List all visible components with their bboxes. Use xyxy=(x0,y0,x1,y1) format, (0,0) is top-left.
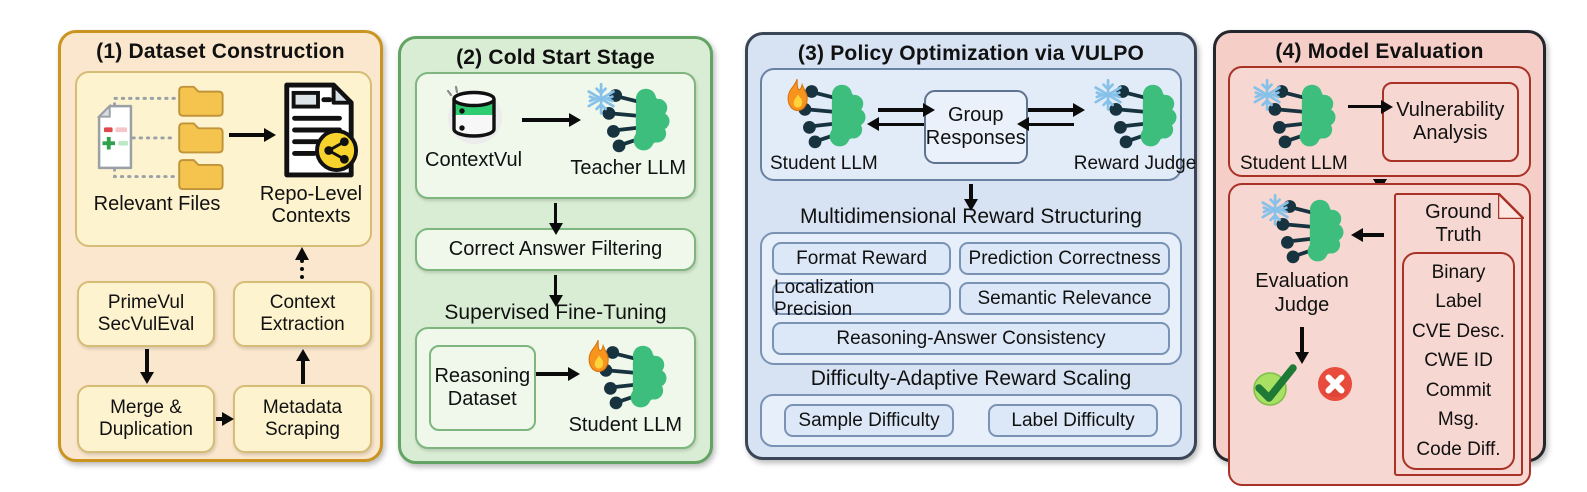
teacher-to-filtering-arrow xyxy=(553,202,558,224)
teacher-llm-label: Teacher LLM xyxy=(570,157,686,179)
verdict-icons xyxy=(1249,361,1355,407)
difficulty-adaptive-label: Difficulty-Adaptive Reward Scaling xyxy=(810,367,1132,390)
student-llm-stack: Student LLM xyxy=(1240,78,1348,175)
student-llm-label: Student LLM xyxy=(568,413,682,436)
semantic-relevance-box: Semantic Relevance xyxy=(959,282,1170,315)
vulnerability-analysis-box: Vulnerability Analysis xyxy=(1381,82,1519,162)
files-to-contexts-arrow xyxy=(229,133,265,137)
ground-truth-label: Ground Truth xyxy=(1425,201,1492,246)
supervised-fine-tuning-label: Supervised Fine-Tuning xyxy=(444,300,667,324)
student-llm-label: Student LLM xyxy=(770,153,878,174)
cross-icon xyxy=(1315,364,1355,404)
panel-policy-optimization: (3) Policy Optimization via VULPO Studen… xyxy=(745,32,1197,460)
relevant-files-to-contexts-box: Relevant Files Repo-Level Contexts xyxy=(75,71,372,247)
evaluation-judge-label: Evaluation Judge xyxy=(1255,270,1349,316)
sft-box: Reasoning Dataset Student LLM xyxy=(415,326,696,449)
contextvul-label: ContextVul xyxy=(425,149,523,171)
reward-structuring-box: Format Reward Prediction Correctness Loc… xyxy=(760,232,1182,365)
merge-to-metadata-arrow xyxy=(216,417,223,421)
panel1-title: (1) Dataset Construction xyxy=(96,40,345,63)
sample-difficulty-box: Sample Difficulty xyxy=(784,404,954,437)
student-to-analysis-arrow xyxy=(1347,104,1382,109)
filtering-to-sft-arrow xyxy=(553,274,558,296)
check-icon xyxy=(1249,361,1299,407)
reward-judge-frozen-icon xyxy=(1091,78,1179,152)
difficulty-scaling-box: Sample Difficulty Label Difficulty xyxy=(760,394,1182,447)
context-to-repo-dotted-arrow xyxy=(294,247,309,279)
page-fold-icon xyxy=(1497,192,1524,219)
contextvul-to-teacher-arrow xyxy=(522,118,571,123)
reasoning-answer-consistency-box: Reasoning-Answer Consistency xyxy=(772,322,1170,355)
label-difficulty-box: Label Difficulty xyxy=(988,404,1158,437)
ground-truth-document: Ground Truth Binary Label CVE Desc. CWE … xyxy=(1394,192,1524,477)
contextvul-stack: ContextVul xyxy=(425,82,522,172)
gt-item-cwe-id: CWE ID xyxy=(1424,350,1493,372)
panel-cold-start-stage: (2) Cold Start Stage ContextVul xyxy=(398,36,713,464)
judging-box: Evaluation Judge Ground Truth xyxy=(1228,183,1531,487)
gt-item-code-diff: Code Diff. xyxy=(1416,438,1501,460)
group-to-student-arrow xyxy=(877,122,924,127)
panel3-title: (3) Policy Optimization via VULPO xyxy=(797,42,1145,65)
student-llm-fire-icon xyxy=(581,339,669,413)
group-to-rewards-arrow xyxy=(969,184,973,200)
reward-judge-stack: Reward Judge xyxy=(1073,78,1197,175)
gt-item-cve-desc: CVE Desc. xyxy=(1412,320,1505,342)
metadata-to-context-arrow xyxy=(301,360,305,384)
merge-duplication-box: Merge & Duplication xyxy=(77,385,215,453)
primevul-to-merge-arrow xyxy=(145,349,149,373)
student-llm-label: Student LLM xyxy=(1240,153,1348,174)
repo-contexts-label: Repo-Level Contexts xyxy=(259,183,363,228)
repo-contexts-doc-icon xyxy=(277,81,359,179)
teacher-llm-frozen-icon xyxy=(584,82,672,156)
student-llm-stack: Student LLM xyxy=(770,78,878,175)
prediction-correctness-box: Prediction Correctness xyxy=(959,242,1170,275)
panel4-title: (4) Model Evaluation xyxy=(1275,40,1484,63)
context-extraction-box: Context Extraction xyxy=(233,281,372,347)
judge-to-verdict-arrow xyxy=(1300,327,1304,353)
reward-judge-label: Reward Judge xyxy=(1073,153,1197,174)
student-llm-fire-icon xyxy=(780,78,868,152)
group-judge-arrows xyxy=(1027,108,1074,127)
student-llm-stack: Student LLM xyxy=(569,339,682,437)
panel-model-evaluation: (4) Model Evaluation Student LLM Vulnera… xyxy=(1213,30,1546,487)
judge-to-group-arrow xyxy=(1027,122,1074,127)
student-group-arrows xyxy=(877,108,924,127)
panel2-title: (2) Cold Start Stage xyxy=(456,46,655,69)
primevul-secvuleval-box: PrimeVul SecVulEval xyxy=(77,281,215,347)
multidimensional-reward-label: Multidimensional Reward Structuring xyxy=(800,205,1142,228)
student-to-group-arrow xyxy=(877,108,924,112)
group-responses-box: Group Responses xyxy=(923,90,1028,164)
relevant-files-icon xyxy=(83,81,231,191)
database-icon xyxy=(441,82,507,148)
metadata-scraping-box: Metadata Scraping xyxy=(233,385,372,453)
rollout-box: Student LLM Group Responses Reward Ju xyxy=(760,68,1196,182)
reward-row-2: Localization Precision Semantic Relevanc… xyxy=(772,277,1170,320)
reasoning-dataset-box: Reasoning Dataset xyxy=(429,344,536,431)
group-to-judge-arrow xyxy=(1027,108,1074,112)
reasoning-to-student-arrow xyxy=(535,372,569,376)
format-reward-box: Format Reward xyxy=(772,242,952,275)
evaluation-judge-frozen-icon xyxy=(1258,193,1346,267)
reward-row-1: Format Reward Prediction Correctness xyxy=(772,242,1170,275)
panel-dataset-construction: (1) Dataset Construction Relevant Files xyxy=(58,30,383,462)
teacher-llm-stack: Teacher LLM xyxy=(570,82,686,180)
evaluation-judge-stack: Evaluation Judge xyxy=(1238,193,1366,476)
relevant-files-label: Relevant Files xyxy=(93,193,221,215)
groundtruth-to-judge-arrow xyxy=(1362,233,1384,237)
localization-precision-box: Localization Precision xyxy=(772,277,952,320)
gt-item-commit-msg: Commit Msg. xyxy=(1425,379,1492,431)
inference-box: Student LLM Vulnerability Analysis xyxy=(1228,66,1531,177)
gt-item-binary-label: Binary Label xyxy=(1431,262,1486,313)
contextvul-teacher-box: ContextVul Teacher LLM xyxy=(415,72,696,199)
ground-truth-items-box: Binary Label CVE Desc. CWE ID Commit Msg… xyxy=(1402,252,1515,471)
student-llm-frozen-icon xyxy=(1250,78,1338,152)
